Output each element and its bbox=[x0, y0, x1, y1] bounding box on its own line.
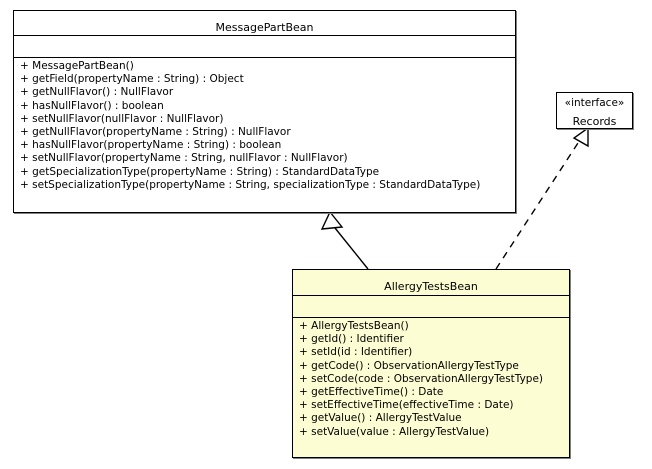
interface-name-compartment-records: «interface» Records bbox=[557, 93, 632, 128]
class-name-compartment-message-part-bean: MessagePartBean bbox=[14, 11, 515, 36]
operation-item: + getNullFlavor(propertyName : String) :… bbox=[20, 126, 291, 139]
operation-item: + setNullFlavor(propertyName : String, n… bbox=[20, 152, 348, 165]
operation-item: + hasNullFlavor(propertyName : String) :… bbox=[20, 139, 282, 152]
class-operations-compartment-allergy-tests-bean: + AllergyTestsBean() + getId() : Identif… bbox=[293, 318, 569, 442]
operation-item: + setEffectiveTime(effectiveTime : Date) bbox=[299, 399, 514, 412]
operation-item: + getId() : Identifier bbox=[299, 333, 404, 346]
operation-item: + getEffectiveTime() : Date bbox=[299, 386, 444, 399]
operation-item: + getSpecializationType(propertyName : S… bbox=[20, 165, 380, 178]
class-box-message-part-bean[interactable]: MessagePartBean + MessagePartBean() + ge… bbox=[13, 10, 516, 213]
operation-item: + hasNullFlavor() : boolean bbox=[20, 99, 164, 112]
class-attributes-compartment-allergy-tests-bean bbox=[293, 296, 569, 318]
generalization-allergytestsbean-to-messagepartbean bbox=[320, 210, 369, 270]
class-box-allergy-tests-bean[interactable]: AllergyTestsBean + AllergyTestsBean() + … bbox=[292, 269, 570, 458]
class-name-label: AllergyTestsBean bbox=[384, 280, 478, 293]
class-attributes-compartment-message-part-bean bbox=[14, 36, 515, 58]
interface-name-label: Records bbox=[572, 115, 617, 128]
operation-item: + MessagePartBean() bbox=[20, 60, 134, 72]
operation-item: + setId(id : Identifier) bbox=[299, 346, 413, 359]
class-name-label: MessagePartBean bbox=[215, 21, 314, 34]
operation-item: + setCode(code : ObservationAllergyTestT… bbox=[299, 372, 544, 385]
operation-item: + getField(propertyName : String) : Obje… bbox=[20, 73, 244, 86]
interface-box-records[interactable]: «interface» Records bbox=[556, 92, 633, 129]
generalization-line bbox=[334, 227, 369, 270]
operation-item: + getValue() : AllergyTestValue bbox=[299, 412, 462, 425]
operation-item: + getNullFlavor() : NullFlavor bbox=[20, 86, 174, 99]
operation-item: + setSpecializationType(propertyName : S… bbox=[20, 178, 481, 191]
operation-item: + AllergyTestsBean() bbox=[299, 320, 409, 332]
class-operations-compartment-message-part-bean: + MessagePartBean() + getField(propertyN… bbox=[14, 58, 515, 195]
generalization-arrowhead bbox=[320, 210, 344, 230]
realization-arrowhead bbox=[572, 126, 589, 148]
operation-item: + setValue(value : AllergyTestValue) bbox=[299, 425, 490, 438]
operation-item: + setNullFlavor(nullFlavor : NullFlavor) bbox=[20, 112, 224, 125]
interface-stereotype-label: «interface» bbox=[564, 97, 625, 109]
operation-item: + getCode() : ObservationAllergyTestType bbox=[299, 359, 519, 372]
class-name-compartment-allergy-tests-bean: AllergyTestsBean bbox=[293, 270, 569, 296]
